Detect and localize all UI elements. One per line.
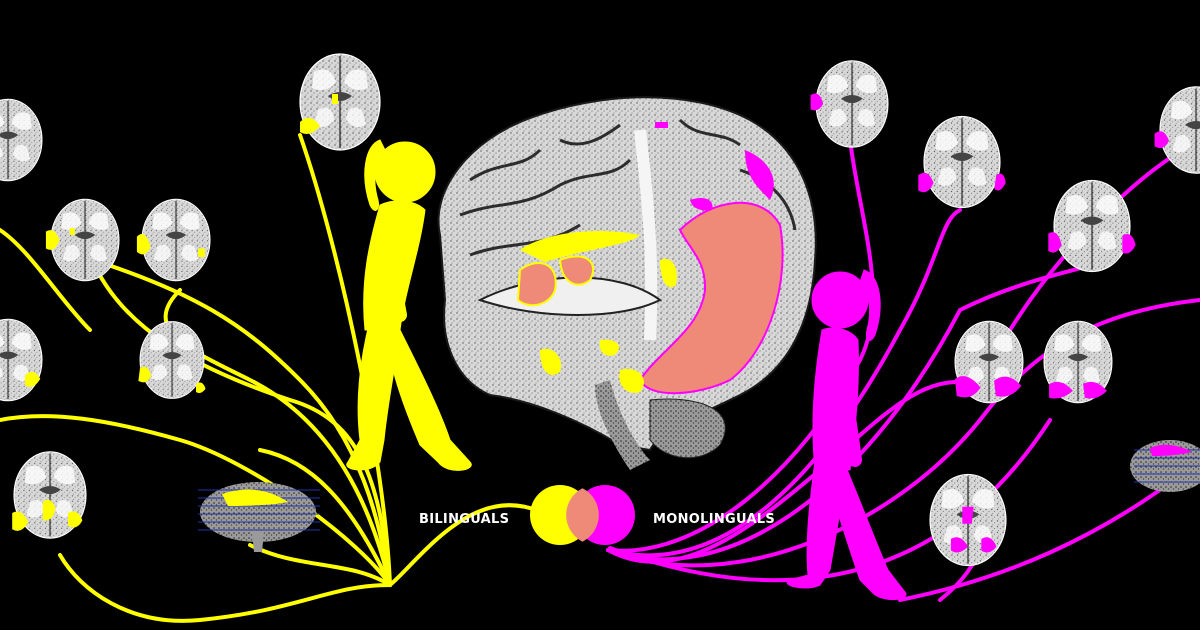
venn-diagram (530, 485, 635, 545)
brain-slice-bilingual-7 (12, 451, 87, 539)
brain-slice-bilingual-sagittal (198, 482, 320, 552)
monolinguals-label: MONOLINGUALS (653, 512, 776, 527)
venn-overlap (566, 488, 599, 542)
brain-slice-bilingual-2 (0, 98, 43, 182)
brain-slice-monolingual-1 (810, 60, 889, 148)
brain-slice-bilingual-5 (0, 318, 43, 402)
brain-slice-bilingual-3 (45, 198, 120, 282)
brain-slice-monolingual-5 (954, 320, 1024, 404)
brain-slice-monolingual-2 (918, 115, 1006, 209)
brain-slice-monolingual-7 (929, 473, 1007, 567)
brain-slice-monolingual-sagittal (1130, 440, 1200, 492)
bilingual-connections (0, 133, 557, 623)
brain-slice-bilingual-4 (136, 198, 211, 282)
brain-slice-monolingual-6 (1043, 320, 1113, 404)
central-brain-medial-view (437, 96, 817, 470)
walking-person-icon (346, 139, 472, 471)
brain-slice-bilingual-1 (299, 53, 381, 151)
bilingual-brain-slices (0, 53, 381, 552)
brain-slice-monolingual-4 (1154, 86, 1200, 174)
monolingual-brain-slices (810, 60, 1200, 567)
brain-slice-bilingual-6 (138, 321, 206, 399)
bilinguals-label: BILINGUALS (419, 512, 510, 527)
walking-person-icon-monolingual (786, 269, 907, 600)
brain-slice-monolingual-3 (1048, 179, 1136, 273)
